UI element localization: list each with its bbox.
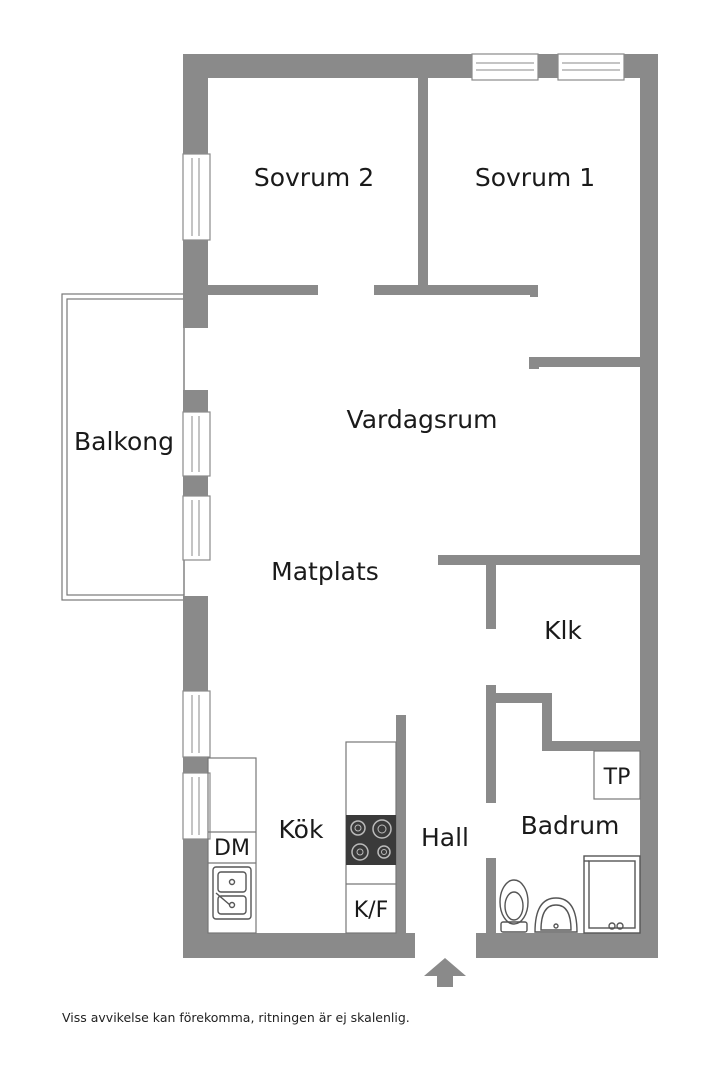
room-label-balkong: Balkong xyxy=(74,427,174,456)
toilet-icon xyxy=(499,879,529,933)
sink-icon xyxy=(212,866,252,920)
label-tp: TP xyxy=(603,765,631,790)
entrance-arrow-icon xyxy=(424,958,466,987)
interior-walls xyxy=(208,78,640,933)
windows xyxy=(182,53,625,840)
room-label-hall: Hall xyxy=(421,823,469,852)
room-label-sovrum-1: Sovrum 1 xyxy=(475,163,595,192)
washbasin-icon xyxy=(534,897,578,933)
room-label-badrum: Badrum xyxy=(521,811,620,840)
tp-cabinet xyxy=(593,750,641,800)
room-label-matplats: Matplats xyxy=(271,557,379,586)
shower-icon xyxy=(583,855,641,934)
room-label-kok: Kök xyxy=(279,815,324,844)
room-label-klk: Klk xyxy=(544,616,582,645)
stove-icon xyxy=(346,815,396,865)
label-kf: K/F xyxy=(354,898,389,923)
room-label-sovrum-2: Sovrum 2 xyxy=(254,163,374,192)
label-dm: DM xyxy=(214,836,250,861)
disclaimer-text: Viss avvikelse kan förekomma, ritningen … xyxy=(62,1010,410,1025)
room-label-vardagsrum: Vardagsrum xyxy=(347,405,498,434)
